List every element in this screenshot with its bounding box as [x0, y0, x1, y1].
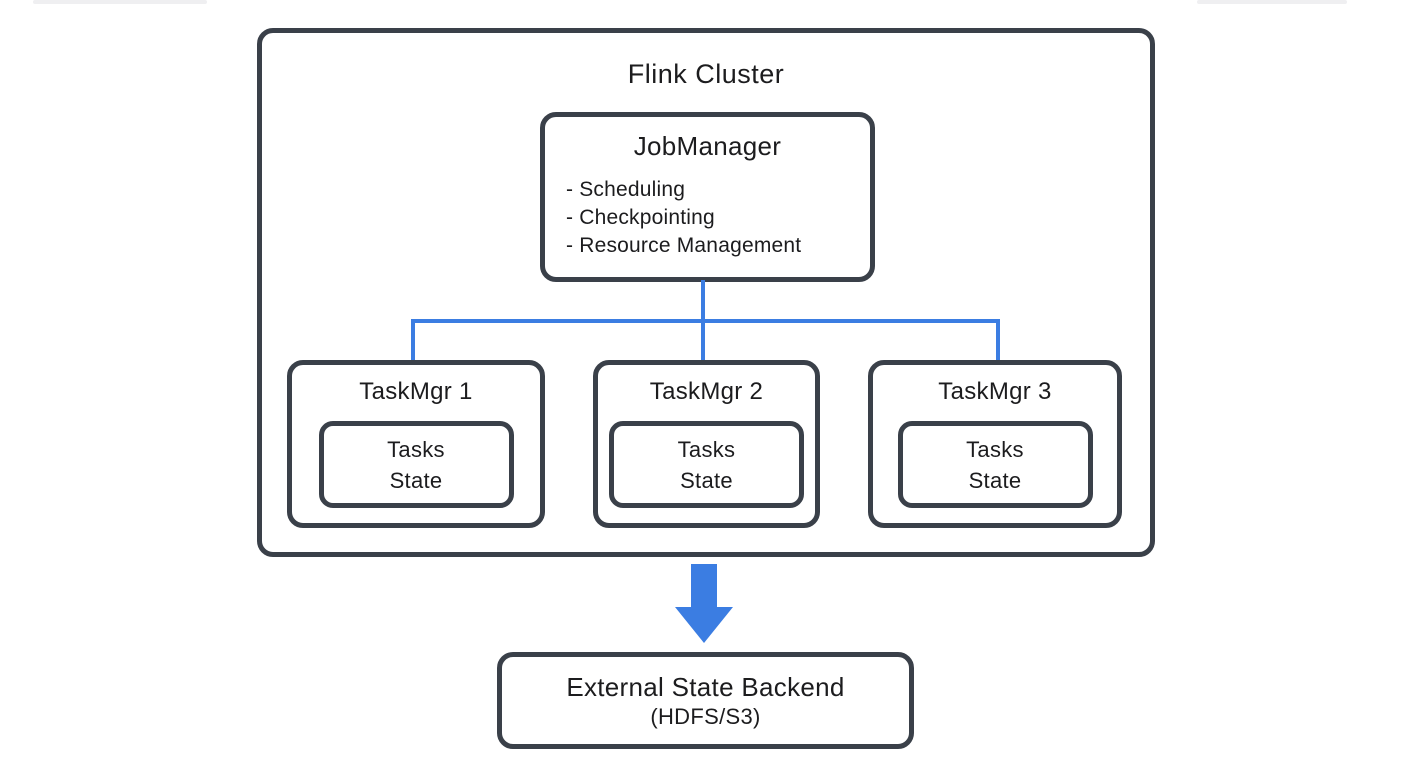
taskmgr-3-tasks-state-box: Tasks State	[897, 421, 1093, 508]
external-state-backend-box: External State Backend (HDFS/S3)	[497, 652, 914, 749]
taskmgr-2-box: TaskMgr 2 Tasks State	[593, 360, 820, 528]
taskmgr-2-tasks-state-box: Tasks State	[609, 421, 804, 508]
taskmgr-2-label: TaskMgr 2	[649, 378, 764, 405]
jobmanager-box: JobManager - Scheduling - Checkpointing …	[540, 112, 875, 282]
jobmanager-bullet-scheduling: - Scheduling	[566, 178, 686, 201]
external-state-backend-subtitle: (HDFS/S3)	[650, 704, 761, 729]
taskmgr-1-box: TaskMgr 1 Tasks State	[287, 360, 545, 528]
taskmgr-3-box: TaskMgr 3 Tasks State	[868, 360, 1122, 528]
down-arrow-icon	[691, 564, 717, 608]
tasks-label: Tasks	[966, 436, 1024, 462]
state-label: State	[680, 467, 733, 493]
jobmanager-bullet-resource-management: - Resource Management	[566, 234, 802, 257]
flink-cluster-title: Flink Cluster	[627, 59, 785, 89]
jobmanager-title: JobManager	[633, 131, 782, 161]
state-label: State	[968, 467, 1022, 493]
down-arrow-head-icon	[675, 607, 733, 643]
connector-drop-taskmgr-3	[996, 319, 1000, 362]
external-state-backend-title: External State Backend	[566, 672, 845, 702]
state-label: State	[389, 467, 443, 493]
taskmgr-1-label: TaskMgr 1	[359, 378, 473, 405]
tasks-label: Tasks	[387, 436, 445, 462]
connector-drop-taskmgr-1	[411, 319, 415, 362]
top-right-artifact-line	[1197, 0, 1347, 4]
taskmgr-1-tasks-state-box: Tasks State	[318, 421, 514, 508]
connector-horizontal	[411, 319, 1000, 323]
jobmanager-bullet-list: - Scheduling - Checkpointing - Resource …	[545, 176, 870, 260]
connector-jobmanager-down	[701, 280, 705, 321]
top-left-artifact-line	[33, 0, 207, 4]
jobmanager-bullet-checkpointing: - Checkpointing	[566, 206, 715, 229]
taskmgr-3-label: TaskMgr 3	[938, 378, 1052, 405]
connector-drop-taskmgr-2	[701, 319, 705, 362]
tasks-label: Tasks	[677, 436, 736, 462]
